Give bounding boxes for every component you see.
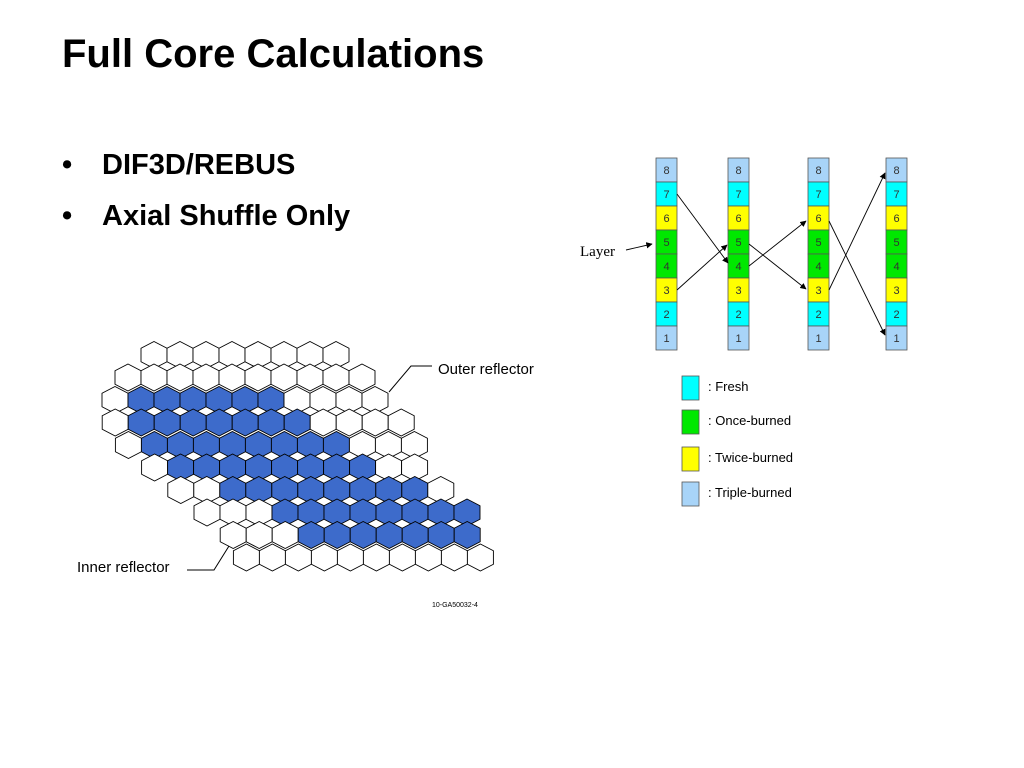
layer-number: 4	[735, 261, 741, 273]
layer-number: 7	[893, 189, 899, 201]
layer-number: 8	[735, 165, 741, 177]
layer-cell-triple	[885, 325, 908, 351]
layer-number: 6	[893, 213, 899, 225]
layer-number: 1	[893, 333, 899, 345]
fuel-assembly-hex	[453, 520, 481, 550]
shuffle-arrow	[828, 220, 886, 336]
layer-number: 5	[663, 237, 669, 249]
layer-number: 3	[663, 285, 669, 297]
layer-number: 2	[663, 309, 669, 321]
legend-label-once: : Once-burned	[708, 413, 791, 428]
layer-number: 1	[815, 333, 821, 345]
layer-number: 4	[893, 261, 899, 273]
slide-title: Full Core Calculations	[62, 32, 485, 76]
bullet-item: • DIF3D/REBUS	[62, 140, 350, 191]
shuffle-arrow	[676, 244, 728, 291]
outer-reflector-label: Outer reflector	[438, 361, 534, 378]
legend-swatch-twice	[681, 446, 700, 472]
layer-number: 3	[893, 285, 899, 297]
layer-number: 6	[663, 213, 669, 225]
layer-number: 7	[815, 189, 821, 201]
legend-label-fresh: : Fresh	[708, 379, 748, 394]
layer-number: 5	[735, 237, 741, 249]
legend-swatch-once	[681, 409, 700, 435]
layer-number: 3	[735, 285, 741, 297]
reflector-hex	[348, 363, 376, 392]
layer-number: 3	[815, 285, 821, 297]
shuffle-arrows	[625, 172, 886, 336]
layer-arrow	[625, 242, 653, 251]
bullet-marker: •	[62, 200, 73, 232]
shuffle-arrow	[748, 243, 807, 290]
layer-number: 8	[893, 165, 899, 177]
legend: : Fresh : Once-burned : Twice-burned : Trip…	[681, 375, 793, 507]
outer-reflector-leader	[388, 365, 432, 393]
layer-number: 1	[735, 333, 741, 345]
layer-number: 2	[735, 309, 741, 321]
bullet-list: • DIF3D/REBUS • Axial Shuffle Only	[62, 140, 350, 242]
layer-number: 2	[893, 309, 899, 321]
layer-label: Layer	[580, 244, 615, 260]
layer-cell-triple	[807, 325, 830, 351]
legend-label-triple: : Triple-burned	[708, 485, 792, 500]
inner-reflector-label: Inner reflector	[77, 559, 170, 576]
legend-swatch-fresh	[681, 375, 700, 401]
inner-reflector-leader	[187, 545, 230, 571]
layer-number: 5	[893, 237, 899, 249]
legend-swatch-triple	[681, 481, 700, 507]
shuffle-arrow	[676, 193, 729, 264]
layer-number: 1	[663, 333, 669, 345]
bullet-text: DIF3D/REBUS	[102, 149, 296, 181]
layer-number: 7	[663, 189, 669, 201]
reflector-hex	[466, 543, 494, 572]
layer-number: 7	[735, 189, 741, 201]
bullet-text: Axial Shuffle Only	[102, 200, 351, 232]
bullet-item: • Axial Shuffle Only	[62, 191, 350, 242]
reflector-hex	[387, 408, 415, 437]
hex-grid	[101, 340, 494, 572]
legend-label-twice: : Twice-burned	[708, 450, 793, 465]
assembly-columns: 8 7 6 5 4 3 2 1 8 7 6 5 4 3 2 1 8 7 6 5 4 3 2 1 8 7 6 5 4 3 2 1	[655, 157, 908, 351]
layer-cell-triple	[655, 325, 678, 351]
layer-cell-triple	[727, 325, 750, 351]
layer-number: 8	[815, 165, 821, 177]
layer-number: 6	[815, 213, 821, 225]
layer-number: 4	[663, 261, 669, 273]
layer-number: 6	[735, 213, 741, 225]
shuffle-arrow	[828, 172, 886, 291]
layer-number: 8	[663, 165, 669, 177]
layer-number: 4	[815, 261, 821, 273]
figure-id: 10-GA50032-4	[432, 602, 478, 609]
layer-number: 2	[815, 309, 821, 321]
shuffle-arrow	[748, 220, 807, 267]
layer-number: 5	[815, 237, 821, 249]
bullet-marker: •	[62, 149, 73, 181]
